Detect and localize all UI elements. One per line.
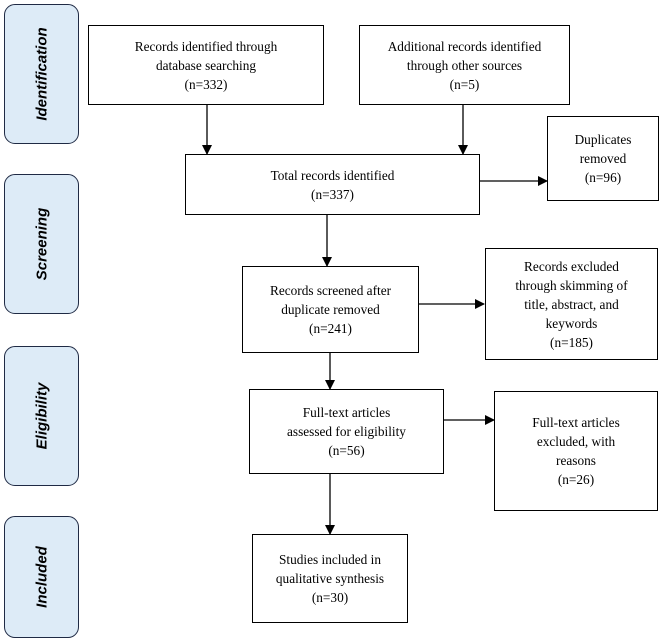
fulltext-excluded-text: Full-text articles excluded, with reason…: [532, 415, 620, 487]
stage-screening: Screening: [4, 174, 79, 314]
fulltext-assessed-text: Full-text articles assessed for eligibil…: [287, 405, 406, 458]
duplicates-removed-box: Duplicates removed (n=96): [547, 116, 659, 201]
database-records-box: Records identified through database sear…: [88, 25, 324, 105]
other-sources-box: Additional records identified through ot…: [359, 25, 570, 105]
included-text: Studies included in qualitative synthesi…: [275, 552, 385, 605]
stage-included: Included: [4, 516, 79, 638]
stage-identification: Identification: [4, 4, 79, 144]
duplicates-removed-text: Duplicates removed (n=96): [574, 132, 632, 185]
other-sources-text: Additional records identified through ot…: [387, 38, 542, 92]
total-records-text: Total records identified (n=337): [270, 167, 395, 202]
stage-eligibility: Eligibility: [4, 346, 79, 486]
excluded-skimming-box: Records excluded through skimming of tit…: [485, 248, 658, 360]
fulltext-assessed-box: Full-text articles assessed for eligibil…: [249, 389, 444, 474]
database-records-text: Records identified through database sear…: [134, 38, 278, 92]
fulltext-excluded-box: Full-text articles excluded, with reason…: [494, 391, 658, 511]
included-box: Studies included in qualitative synthesi…: [252, 534, 408, 623]
screened-text: Records screened after duplicate removed…: [269, 283, 392, 336]
excluded-skimming-text: Records excluded through skimming of tit…: [515, 258, 628, 350]
total-records-box: Total records identified (n=337): [185, 154, 480, 215]
screened-box: Records screened after duplicate removed…: [242, 266, 419, 353]
